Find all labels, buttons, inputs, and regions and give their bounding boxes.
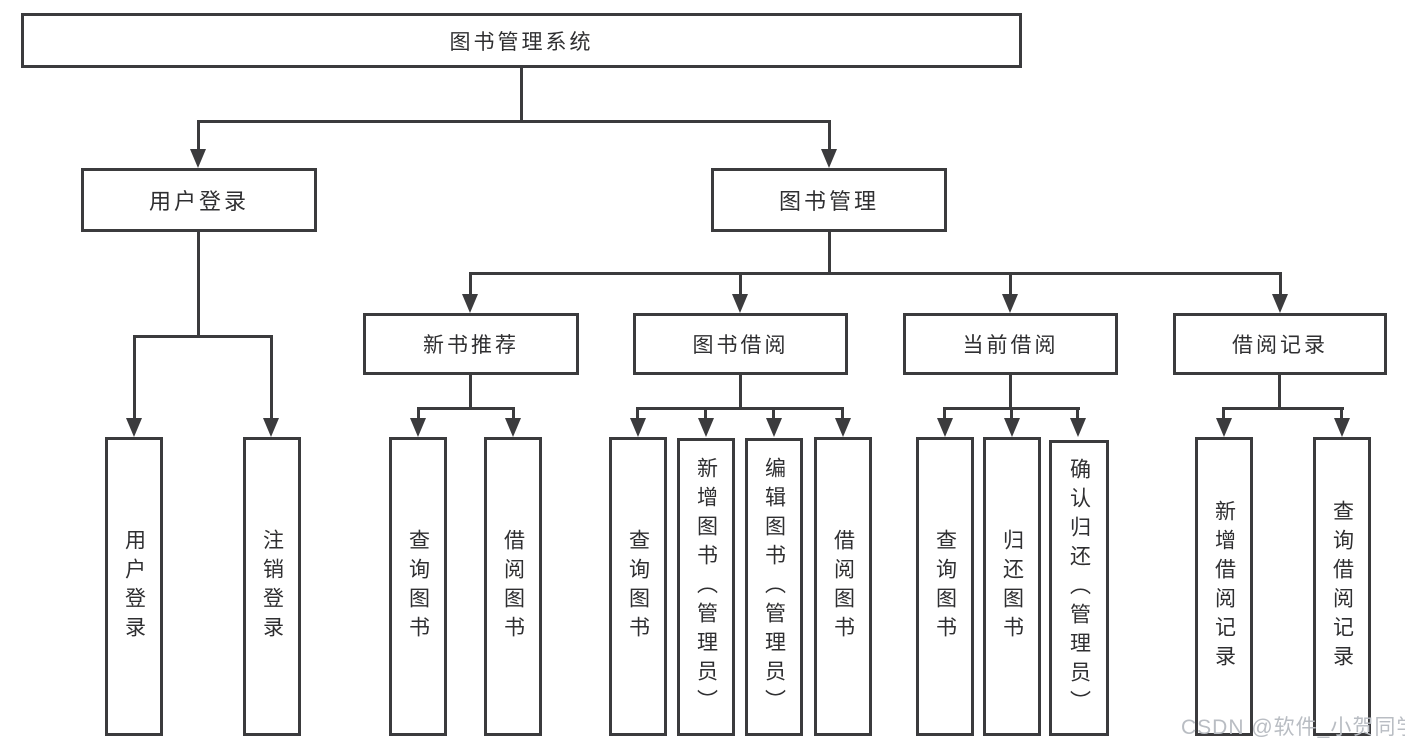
arrow-down-icon — [1002, 294, 1018, 313]
node-label: 编辑图书（管理员） — [762, 456, 786, 718]
leaf-return-books: 归还图书 — [983, 437, 1041, 736]
arrow-down-icon — [766, 418, 782, 437]
connector-line — [739, 375, 742, 410]
node-label: 查询借阅记录 — [1330, 499, 1354, 674]
node-label: 图书借阅 — [692, 334, 789, 357]
connector-line — [1222, 410, 1225, 419]
node-label: 新增图书（管理员） — [694, 456, 718, 718]
arrow-down-icon — [1334, 418, 1350, 437]
arrow-down-icon — [937, 418, 953, 437]
connector-line — [704, 410, 707, 419]
node-label: 查询图书 — [933, 528, 957, 645]
arrow-down-icon — [1070, 418, 1086, 437]
leaf-borrow-books-borrowing: 借阅图书 — [814, 437, 872, 736]
connector-line — [1340, 410, 1343, 419]
connector-line — [197, 232, 200, 338]
connector-line — [1010, 410, 1013, 419]
leaf-query-books-recommend: 查询图书 — [389, 437, 447, 736]
connector-line — [772, 410, 775, 419]
connector-line — [636, 410, 639, 419]
leaf-borrow-books-recommend: 借阅图书 — [484, 437, 542, 736]
connector-line — [417, 410, 420, 419]
arrow-down-icon — [1216, 418, 1232, 437]
node-current-borrowing: 当前借阅 — [903, 313, 1118, 375]
arrow-down-icon — [1004, 418, 1020, 437]
arrow-down-icon — [190, 149, 206, 168]
connector-line — [197, 120, 831, 123]
connector-line — [1278, 375, 1281, 410]
connector-line — [943, 407, 1080, 410]
connector-line — [1222, 407, 1344, 410]
connector-line — [520, 68, 523, 123]
arrow-down-icon — [410, 418, 426, 437]
leaf-add-books-admin: 新增图书（管理员） — [677, 438, 735, 736]
node-label: 图书管理 — [778, 189, 879, 214]
node-borrowing-records: 借阅记录 — [1173, 313, 1387, 375]
connector-line — [1076, 410, 1079, 419]
node-label: 确认归还（管理员） — [1067, 457, 1091, 719]
node-label: 查询图书 — [626, 528, 650, 645]
leaf-query-books-current: 查询图书 — [916, 437, 974, 736]
connector-line — [828, 123, 831, 150]
arrow-down-icon — [732, 294, 748, 313]
arrow-down-icon — [630, 418, 646, 437]
leaf-edit-books-admin: 编辑图书（管理员） — [745, 438, 803, 736]
arrow-down-icon — [462, 294, 478, 313]
node-label: 图书管理系统 — [449, 30, 594, 54]
node-label: 当前借阅 — [962, 334, 1059, 357]
node-book-management: 图书管理 — [711, 168, 947, 232]
leaf-query-borrow-record: 查询借阅记录 — [1313, 437, 1371, 736]
arrow-down-icon — [821, 149, 837, 168]
node-label: 新增借阅记录 — [1212, 499, 1236, 674]
connector-line — [841, 410, 844, 419]
node-library-management-system: 图书管理系统 — [21, 13, 1022, 68]
watermark: CSDN @软件_小贺同学 — [1181, 716, 1405, 739]
connector-line — [197, 123, 200, 150]
leaf-user-login: 用户登录 — [105, 437, 163, 736]
connector-line — [133, 338, 136, 419]
arrow-down-icon — [126, 418, 142, 437]
connector-line — [270, 338, 273, 419]
connector-line — [943, 410, 946, 419]
connector-line — [512, 410, 515, 419]
leaf-add-borrow-record: 新增借阅记录 — [1195, 437, 1253, 736]
node-label: 借阅记录 — [1232, 334, 1328, 357]
connector-line — [1009, 275, 1012, 295]
connector-line — [739, 275, 742, 295]
connector-line — [417, 407, 515, 410]
connector-line — [1009, 375, 1012, 410]
node-label: 新书推荐 — [423, 334, 519, 357]
arrow-down-icon — [1272, 294, 1288, 313]
node-label: 查询图书 — [406, 528, 430, 645]
arrow-down-icon — [698, 418, 714, 437]
node-label: 用户登录 — [148, 189, 249, 214]
node-book-borrowing: 图书借阅 — [633, 313, 848, 375]
connector-line — [636, 407, 844, 410]
connector-line — [469, 375, 472, 410]
node-label: 借阅图书 — [831, 528, 855, 645]
arrow-down-icon — [263, 418, 279, 437]
node-label: 注销登录 — [260, 528, 284, 645]
leaf-confirm-return-admin: 确认归还（管理员） — [1049, 440, 1109, 736]
arrow-down-icon — [505, 418, 521, 437]
leaf-logout: 注销登录 — [243, 437, 301, 736]
node-label: 归还图书 — [1000, 528, 1024, 645]
node-label: 用户登录 — [122, 528, 146, 645]
node-user-login: 用户登录 — [81, 168, 317, 232]
connector-line — [828, 232, 831, 275]
node-new-book-recommendation: 新书推荐 — [363, 313, 579, 375]
connector-line — [469, 275, 472, 295]
connector-line — [469, 272, 1282, 275]
arrow-down-icon — [835, 418, 851, 437]
leaf-query-books-borrowing: 查询图书 — [609, 437, 667, 736]
connector-line — [133, 335, 273, 338]
node-label: 借阅图书 — [501, 528, 525, 645]
connector-line — [1279, 275, 1282, 295]
